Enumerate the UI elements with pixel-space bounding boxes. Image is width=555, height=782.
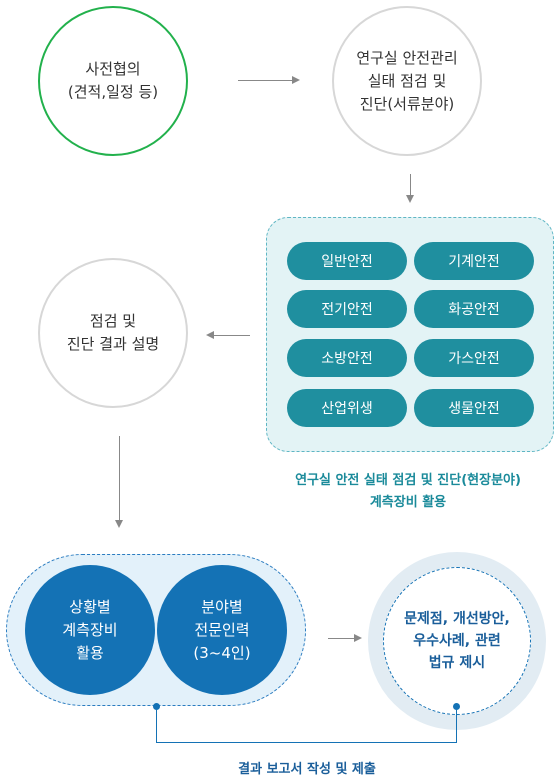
bracket-line: [456, 710, 457, 742]
caption-line: 계측장비 활용: [369, 495, 447, 510]
step-label: 진단 결과 설명: [66, 335, 160, 353]
result-label: 우수사례, 관련: [413, 633, 501, 649]
arrow-line: [119, 436, 120, 520]
circle-label: (3~4인): [193, 643, 251, 662]
field-item: 기계안전: [414, 242, 534, 280]
connector-dot: [453, 703, 460, 710]
step-label: 실태 점검 및: [367, 71, 447, 90]
circle-label: 활용: [76, 643, 104, 662]
field-item: 산업위생: [287, 389, 407, 427]
connector-dot: [153, 703, 160, 710]
arrow-line: [410, 174, 411, 196]
field-item: 일반안전: [287, 242, 407, 280]
circle-label: 전문인력: [194, 620, 250, 639]
field-item: 화공안전: [414, 290, 534, 328]
document-inspection-step: 연구실 안전관리 실태 점검 및 진단(서류분야): [332, 6, 482, 156]
circle-label: 계측장비: [62, 620, 118, 639]
circle-label: 분야별: [201, 597, 243, 616]
circle-label: 상황별: [69, 597, 111, 616]
bracket-line: [156, 742, 457, 743]
result-explanation-step: 점검 및 진단 결과 설명: [38, 258, 188, 408]
arrow-head-left: [206, 331, 214, 339]
equipment-usage-circle: 상황별 계측장비 활용: [25, 565, 155, 695]
caption-line: 연구실 안전 실태 점검 및 진단(현장분야): [295, 473, 521, 488]
expert-personnel-circle: 분야별 전문인력 (3~4인): [157, 565, 287, 695]
step-label: 연구실 안전관리: [356, 48, 458, 67]
report-caption: 결과 보고서 작성 및 제출: [238, 762, 376, 777]
prior-consultation-step: 사전협의 (견적,일정 등): [38, 6, 188, 156]
step-label: 진단(서류분야): [359, 94, 455, 113]
arrow-head-down: [406, 195, 414, 203]
arrow-head-right: [292, 76, 300, 84]
field-inspection-caption: 연구실 안전 실태 점검 및 진단(현장분야) 계측장비 활용: [262, 470, 554, 514]
step-label: (견적,일정 등): [67, 83, 159, 101]
result-label: 법규 제시: [428, 655, 486, 671]
field-item: 가스안전: [414, 339, 534, 377]
field-item: 소방안전: [287, 339, 407, 377]
result-label: 문제점, 개선방안,: [404, 611, 510, 627]
result-circle: 문제점, 개선방안, 우수사례, 관련 법규 제시: [383, 567, 531, 715]
arrow-head-down: [115, 520, 123, 528]
step-label: 사전협의: [85, 60, 141, 78]
field-item: 전기안전: [287, 290, 407, 328]
field-item: 생물안전: [414, 389, 534, 427]
arrow-line: [328, 638, 354, 639]
arrow-line: [238, 80, 292, 81]
arrow-line: [214, 335, 250, 336]
bracket-line: [156, 710, 157, 742]
step-label: 점검 및: [89, 312, 137, 330]
arrow-head-right: [354, 634, 362, 642]
